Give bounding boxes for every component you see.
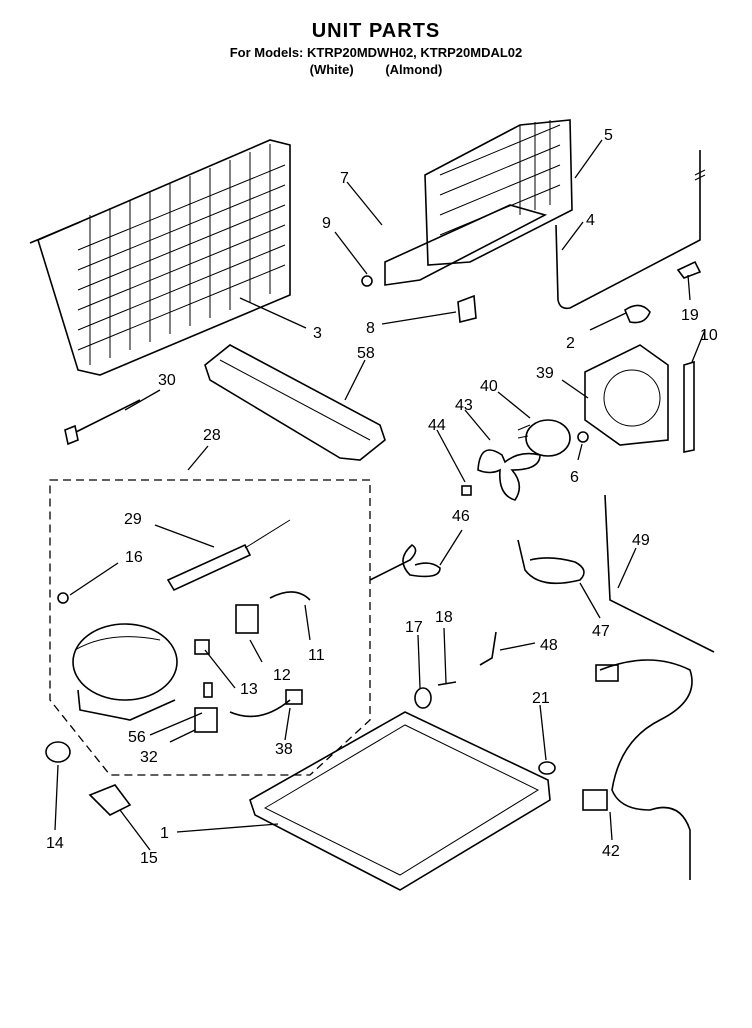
base-frame: [249, 711, 551, 891]
clip-2: [624, 304, 651, 324]
callout-1: 1: [160, 825, 169, 842]
axle-18: [437, 681, 457, 686]
defrost-heater: [555, 150, 706, 310]
callout-46: 46: [452, 508, 470, 525]
callout-43: 43: [455, 397, 473, 414]
callout-47: 47: [592, 623, 610, 640]
callout-19: 19: [681, 307, 699, 324]
screw-56: [203, 682, 213, 698]
callout-18: 18: [435, 609, 453, 626]
callout-49: 49: [632, 532, 650, 549]
color-variants: (White) (Almond): [0, 62, 752, 77]
compressor-assembly-outline: [49, 479, 371, 776]
callout-13: 13: [240, 681, 258, 698]
callout-16: 16: [125, 549, 143, 566]
clip-19: [676, 260, 702, 279]
callout-11: 11: [308, 647, 325, 664]
grommet-14: [45, 741, 71, 763]
callout-40: 40: [480, 378, 498, 395]
fan-blade: [477, 449, 541, 501]
tube-47: [517, 539, 585, 585]
wire-harness-42: [582, 659, 693, 880]
callout-8: 8: [366, 320, 375, 337]
cable-tie: [64, 399, 141, 446]
strip-10: [683, 360, 695, 453]
fan-motor: [517, 419, 571, 457]
tube-48: [479, 631, 497, 666]
callout-58: 58: [357, 345, 375, 362]
callout-30: 30: [158, 372, 176, 389]
callout-32: 32: [140, 749, 158, 766]
callout-5: 5: [604, 127, 613, 144]
callout-9: 9: [322, 215, 331, 232]
callout-39: 39: [536, 365, 554, 382]
overload: [235, 604, 259, 634]
variant-white: (White): [309, 62, 354, 77]
bracket: [457, 294, 477, 324]
callout-12: 12: [273, 667, 291, 684]
nut-44: [461, 485, 472, 496]
tube-46: [369, 544, 441, 581]
callout-labels: 3 7 9 8 5 4 2 19 10 39 40 43 44 6 58 30 …: [46, 127, 718, 867]
compressor: [72, 623, 178, 721]
air-duct: [204, 344, 386, 461]
drain-pan: [384, 204, 548, 286]
drain-valve: [88, 784, 132, 816]
grommet-16: [57, 592, 69, 604]
start-relay: [166, 519, 291, 592]
screw-6: [577, 431, 589, 443]
callout-10: 10: [700, 327, 718, 344]
page-title: UNIT PARTS: [311, 20, 441, 42]
evaporator: [424, 119, 573, 266]
fan-shroud: [584, 344, 669, 446]
callout-21: 21: [532, 690, 550, 707]
callout-14: 14: [46, 835, 64, 852]
terminal-block-32: [194, 707, 218, 733]
condenser-coil: [29, 139, 291, 376]
callout-2: 2: [566, 335, 575, 352]
leveling-leg: [538, 761, 556, 775]
callout-4: 4: [586, 212, 595, 229]
roller-17: [414, 687, 432, 709]
callout-28: 28: [203, 427, 221, 444]
callout-3: 3: [313, 325, 322, 342]
screw-9: [361, 275, 373, 287]
callout-42: 42: [602, 843, 620, 860]
callout-7: 7: [340, 170, 349, 187]
callout-56: 56: [128, 729, 146, 746]
callout-48: 48: [540, 637, 558, 654]
variant-almond: (Almond): [385, 62, 443, 77]
callout-15: 15: [140, 850, 158, 867]
callout-44: 44: [428, 417, 446, 434]
callout-29: 29: [124, 511, 142, 528]
leader-lines: [54, 139, 706, 851]
clip-13: [194, 639, 210, 655]
callout-17: 17: [405, 619, 423, 636]
callout-38: 38: [275, 741, 293, 758]
model-numbers: For Models: KTRP20MDWH02, KTRP20MDAL02: [229, 45, 523, 60]
callout-6: 6: [570, 469, 579, 486]
tube-49: [604, 494, 715, 653]
wire-harness-38: [229, 689, 303, 718]
wire-11: [269, 591, 311, 601]
